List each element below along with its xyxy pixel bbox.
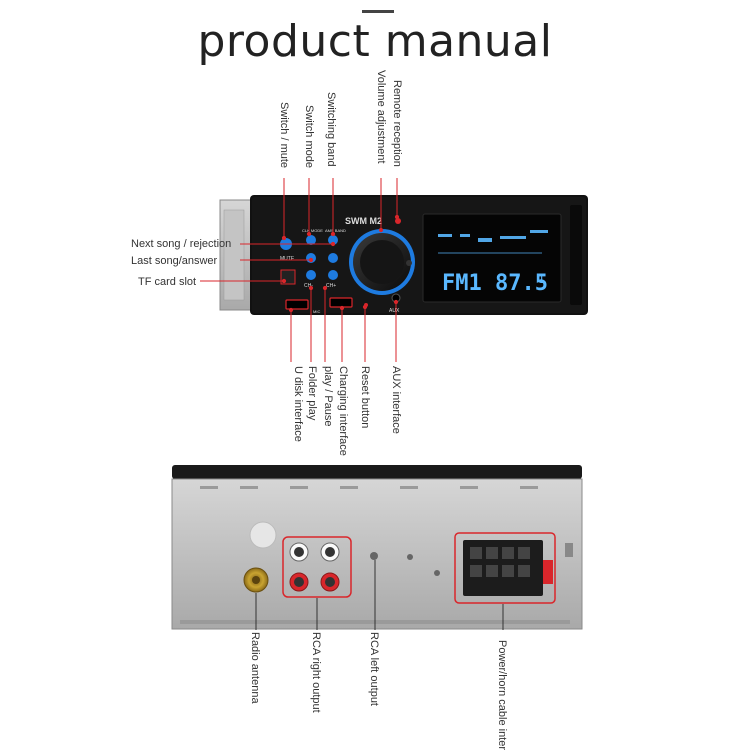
label-volume-adjustment: Volume adjustment: [375, 70, 387, 164]
label-switch-mode: Switch mode: [303, 105, 315, 168]
label-rca-right-output: RCA right output: [310, 632, 322, 713]
front-radio-unit: FM1 87.5 1 SWM M2 MUTE CLK MODE AMS BAND…: [219, 195, 588, 315]
usb-port-u-disk[interactable]: [285, 299, 309, 310]
page-title: product manual: [197, 16, 553, 67]
back-callout-lines: [255, 560, 504, 630]
next-song-button[interactable]: [328, 253, 338, 263]
brand-label: SWM M2: [345, 216, 382, 226]
label-tf-card-slot: TF card slot: [138, 276, 196, 288]
display-window: [422, 213, 562, 303]
svg-text:AMS BAND: AMS BAND: [325, 228, 346, 233]
rca-jack-4[interactable]: [325, 577, 335, 587]
front-callout-lines: [200, 178, 400, 362]
rear-screw: [370, 552, 378, 560]
usb-port-charging[interactable]: [329, 297, 353, 308]
label-rca-left-output: RCA left output: [368, 632, 380, 706]
display-readout: FM1 87.5: [442, 271, 548, 296]
label-power-horn-cable: Power/horn cable interface: [496, 640, 508, 750]
back-top-lip: [172, 465, 582, 479]
back-radio-unit: [171, 465, 583, 630]
display-segments: [438, 230, 548, 254]
label-u-disk-interface: U disk interface: [292, 366, 304, 442]
label-folder-play: Folder play: [306, 366, 318, 421]
label-last-song: Last song/answer: [131, 255, 218, 267]
title-accent-bar: [362, 10, 394, 13]
svg-text:MUTE: MUTE: [280, 256, 295, 262]
ch-minus-button[interactable]: CH-: [304, 270, 316, 289]
svg-text:CH+: CH+: [326, 283, 336, 289]
rca-jack-1[interactable]: [294, 547, 304, 557]
ir-receiver: [395, 218, 401, 224]
rca-box: [282, 536, 352, 598]
aux-label: AUX: [389, 308, 400, 314]
label-charging-interface: Charging interface: [337, 366, 349, 456]
mic-label: MIC: [313, 309, 320, 314]
rca-jack-3[interactable]: [294, 577, 304, 587]
label-reset-button: Reset button: [359, 366, 371, 428]
label-switch-mute: Switch / mute: [278, 102, 290, 168]
rca-jack-2[interactable]: [325, 547, 335, 557]
ch-plus-button[interactable]: CH+: [326, 270, 338, 289]
power-connector-box: [454, 532, 556, 604]
label-aux-interface: AUX interface: [390, 366, 402, 434]
label-switching-band: Switching band: [325, 92, 337, 167]
label-next-song: Next song / rejection: [131, 238, 231, 250]
clk-mode-button[interactable]: CLK MODE: [302, 228, 323, 245]
ams-band-button[interactable]: AMS BAND: [325, 228, 346, 245]
svg-text:CLK MODE: CLK MODE: [302, 228, 323, 233]
label-radio-antenna: Radio antenna: [249, 632, 261, 704]
display-small-readout: 1: [538, 273, 545, 286]
rear-sticker: [249, 521, 277, 549]
svg-text:CH-: CH-: [304, 283, 313, 289]
label-remote-reception: Remote reception: [391, 80, 403, 167]
label-play-pause: play / Pause: [322, 366, 334, 427]
